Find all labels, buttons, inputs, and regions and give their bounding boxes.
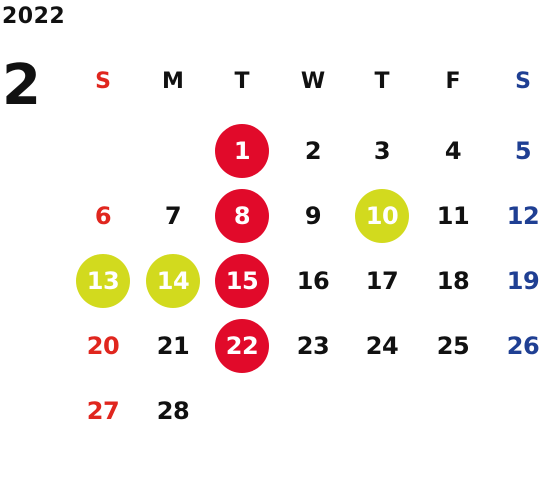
year-label: 2022 bbox=[2, 4, 66, 29]
day-cell: 21 bbox=[143, 326, 203, 366]
day-cell: 17 bbox=[352, 261, 412, 301]
day-number: 24 bbox=[365, 332, 399, 360]
day-cell: 27 bbox=[73, 391, 133, 431]
day-number: 7 bbox=[164, 202, 182, 230]
day-number: 23 bbox=[296, 332, 330, 360]
weekday-header: M bbox=[162, 68, 184, 94]
weekday-header: T bbox=[374, 68, 390, 94]
day-number: 2 bbox=[304, 137, 322, 165]
day-cell: 13 bbox=[73, 254, 133, 308]
day-cell: 14 bbox=[143, 254, 203, 308]
day-cell: 15 bbox=[212, 254, 272, 308]
day-cell: 28 bbox=[143, 391, 203, 431]
day-cell: 12 bbox=[493, 196, 548, 236]
day-cell: 24 bbox=[352, 326, 412, 366]
day-number: 18 bbox=[436, 267, 470, 295]
day-number: 22 bbox=[225, 332, 259, 360]
day-number: 26 bbox=[506, 332, 540, 360]
day-cell: 22 bbox=[212, 319, 272, 373]
day-cell: 2 bbox=[283, 131, 343, 171]
day-number: 13 bbox=[86, 267, 120, 295]
yellow-circle-marker bbox=[76, 254, 130, 308]
day-cell: 1 bbox=[212, 124, 272, 178]
day-cell: 10 bbox=[352, 189, 412, 243]
day-number: 17 bbox=[365, 267, 399, 295]
day-cell: 18 bbox=[423, 261, 483, 301]
weekday-header: T bbox=[234, 68, 250, 94]
day-number: 5 bbox=[514, 137, 532, 165]
day-number: 8 bbox=[233, 202, 251, 230]
day-cell: 7 bbox=[143, 196, 203, 236]
day-number: 14 bbox=[156, 267, 190, 295]
day-cell: 9 bbox=[283, 196, 343, 236]
day-cell: 5 bbox=[493, 131, 548, 171]
day-number: 11 bbox=[436, 202, 470, 230]
day-number: 12 bbox=[506, 202, 540, 230]
day-number: 3 bbox=[373, 137, 391, 165]
yellow-circle-marker bbox=[355, 189, 409, 243]
day-number: 21 bbox=[156, 332, 190, 360]
day-cell: 6 bbox=[73, 196, 133, 236]
day-number: 1 bbox=[233, 137, 251, 165]
day-number: 15 bbox=[225, 267, 259, 295]
weekday-header: F bbox=[445, 68, 461, 94]
day-cell: 3 bbox=[352, 131, 412, 171]
red-circle-marker bbox=[215, 319, 269, 373]
red-circle-marker bbox=[215, 189, 269, 243]
red-circle-marker bbox=[215, 124, 269, 178]
day-cell: 23 bbox=[283, 326, 343, 366]
month-number: 2 bbox=[2, 53, 41, 118]
day-cell: 25 bbox=[423, 326, 483, 366]
day-cell: 11 bbox=[423, 196, 483, 236]
day-cell: 8 bbox=[212, 189, 272, 243]
red-circle-marker bbox=[215, 254, 269, 308]
weekday-header: S bbox=[515, 68, 531, 94]
weekday-header: W bbox=[300, 68, 326, 94]
day-cell: 20 bbox=[73, 326, 133, 366]
weekday-header: S bbox=[95, 68, 111, 94]
day-number: 25 bbox=[436, 332, 470, 360]
day-number: 20 bbox=[86, 332, 120, 360]
day-number: 9 bbox=[304, 202, 322, 230]
day-cell: 16 bbox=[283, 261, 343, 301]
day-number: 28 bbox=[156, 397, 190, 425]
day-cell: 26 bbox=[493, 326, 548, 366]
day-number: 6 bbox=[94, 202, 112, 230]
day-cell: 19 bbox=[493, 261, 548, 301]
day-cell: 4 bbox=[423, 131, 483, 171]
day-number: 19 bbox=[506, 267, 540, 295]
day-number: 27 bbox=[86, 397, 120, 425]
day-number: 4 bbox=[444, 137, 462, 165]
yellow-circle-marker bbox=[146, 254, 200, 308]
day-number: 10 bbox=[365, 202, 399, 230]
day-number: 16 bbox=[296, 267, 330, 295]
